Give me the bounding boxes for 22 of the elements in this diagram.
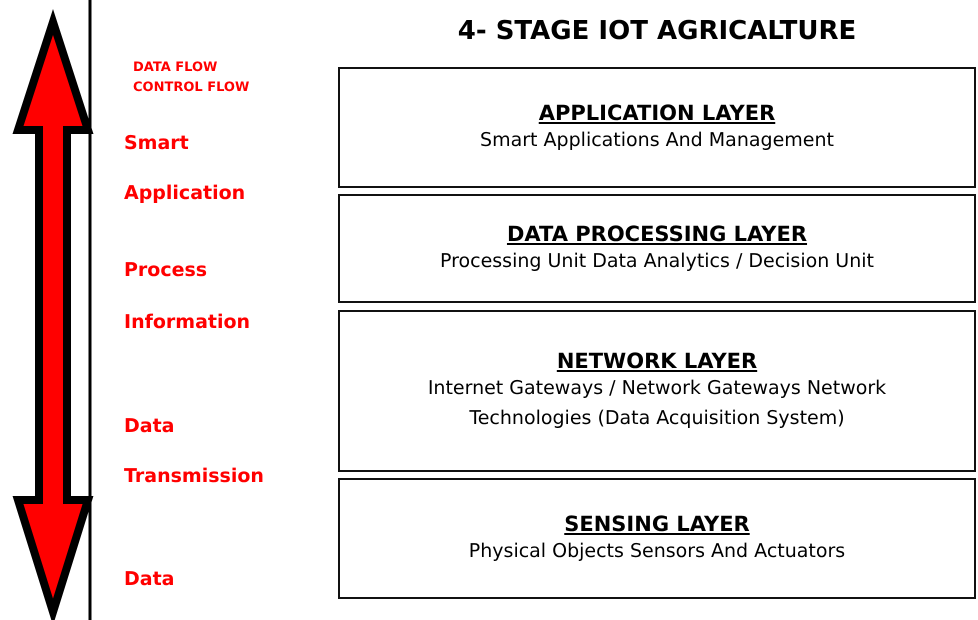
flow-label: Data [124,568,174,590]
legend-text: CONTROL FLOW [133,80,250,95]
layer-box [338,478,976,599]
layer-description: Internet Gateways / Network Gateways Network Technologies (Data Acquisition System) [426,376,888,431]
layer-box [338,67,976,188]
flow-label: Transmission [124,465,264,487]
layer-heading: NETWORK LAYER [556,349,758,373]
layer-heading: DATA PROCESSING LAYER [506,222,808,246]
legend-text: DATA FLOW [133,60,218,75]
diagram-title: 4- STAGE IOT AGRICALTURE [456,16,858,46]
flow-label: Process [124,259,208,281]
flow-label: Data [124,415,174,437]
layer-box [338,194,976,303]
layer-description: Physical Objects Sensors And Actuators [468,538,846,564]
flow-label: Application [124,182,246,204]
layer-box [338,310,976,472]
layer-description: Smart Applications And Management [480,128,834,152]
flow-label: Smart [124,132,189,154]
flow-label: Information [124,311,250,333]
layer-description: Processing Unit Data Analytics / Decision Unit [440,248,874,274]
layer-heading: SENSING LAYER [564,512,750,536]
layer-heading: APPLICATION LAYER [538,100,776,124]
